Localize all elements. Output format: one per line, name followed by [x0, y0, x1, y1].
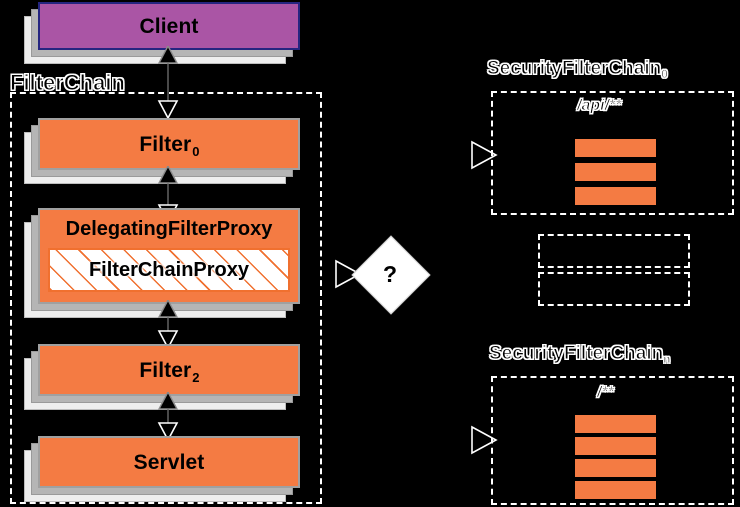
ellipsis-chain-2 [538, 272, 690, 306]
securityfilterchainn-caption-text: SecurityFilterChain [488, 343, 664, 365]
connector-shaft [167, 392, 169, 440]
filter0-label-text: Filter [139, 132, 192, 156]
securityfilterchainn-filter-bar[interactable] [575, 415, 656, 433]
node-filter-chain-proxy[interactable]: FilterChainProxy [48, 248, 290, 292]
node-client[interactable]: Client [24, 2, 300, 64]
filter0-subscript: 0 [192, 143, 200, 159]
client-face: Client [38, 2, 300, 50]
securityfilterchainn-inbound-arrow [471, 425, 498, 455]
filter2-subscript: 2 [192, 369, 200, 385]
servlet-face: Servlet [38, 436, 300, 488]
securityfilterchain0-caption-text: SecurityFilterChain [486, 58, 662, 80]
connector-delegating-filter2 [157, 300, 179, 348]
arrowhead-filled-up [157, 46, 179, 64]
securityfilterchain0-caption-subscript: 0 [661, 68, 668, 82]
securityfilterchainn-boundary [491, 376, 734, 505]
filter2-face: Filter2 [38, 344, 300, 396]
arrowhead-filled-up [157, 300, 179, 318]
decision-node[interactable]: ? [335, 235, 431, 315]
node-delegating-filter-proxy[interactable]: DelegatingFilterProxy FilterChainProxy [24, 208, 300, 318]
securityfilterchain0-filter-bar[interactable] [575, 163, 656, 181]
securityfilterchainn-filter-bar[interactable] [575, 459, 656, 477]
filter2-label-text: Filter [139, 358, 192, 382]
securityfilterchainn-pattern: /** [597, 384, 615, 402]
filter0-label: Filter0 [139, 132, 199, 158]
connector-filter2-servlet [157, 392, 179, 440]
decision-inbound-arrow [335, 259, 362, 289]
securityfilterchain0-pattern: /api/** [576, 97, 622, 115]
client-label: Client [139, 14, 199, 38]
filter-chain-proxy-label: FilterChainProxy [88, 258, 250, 281]
node-filter2[interactable]: Filter2 [24, 344, 300, 410]
node-servlet[interactable]: Servlet [24, 436, 300, 502]
securityfilterchain0-caption: SecurityFilterChain0 [486, 58, 668, 82]
arrowhead-filled-up [157, 392, 179, 410]
filter2-label: Filter2 [139, 358, 199, 384]
filter0-face: Filter0 [38, 118, 300, 170]
securityfilterchain0-filter-bar[interactable] [575, 187, 656, 205]
connector-shaft [167, 46, 169, 118]
securityfilterchainn-filter-bar[interactable] [575, 437, 656, 455]
arrowhead-open-down [157, 100, 179, 118]
decision-label: ? [382, 260, 398, 287]
delegating-title: DelegatingFilterProxy [65, 217, 273, 240]
securityfilterchainn-caption-subscript: n [663, 353, 671, 367]
arrowhead-open-down [157, 422, 179, 440]
securityfilterchain0-inbound-arrow [471, 140, 498, 170]
node-filter0[interactable]: Filter0 [24, 118, 300, 184]
connector-shaft [167, 300, 169, 348]
filterchain-boundary [10, 92, 322, 504]
arrowhead-filled-up [157, 166, 179, 184]
securityfilterchain0-filter-bar[interactable] [575, 139, 656, 157]
filterchain-caption: FilterChain [10, 70, 126, 96]
securityfilterchainn-filter-bar[interactable] [575, 481, 656, 499]
servlet-label: Servlet [133, 450, 205, 474]
connector-client-filter0 [157, 46, 179, 118]
connector-shaft [167, 166, 169, 222]
securityfilterchainn-caption: SecurityFilterChainn [488, 343, 671, 367]
arrowhead-open-down [157, 330, 179, 348]
ellipsis-chain-1 [538, 234, 690, 268]
delegating-face: DelegatingFilterProxy FilterChainProxy [38, 208, 300, 304]
